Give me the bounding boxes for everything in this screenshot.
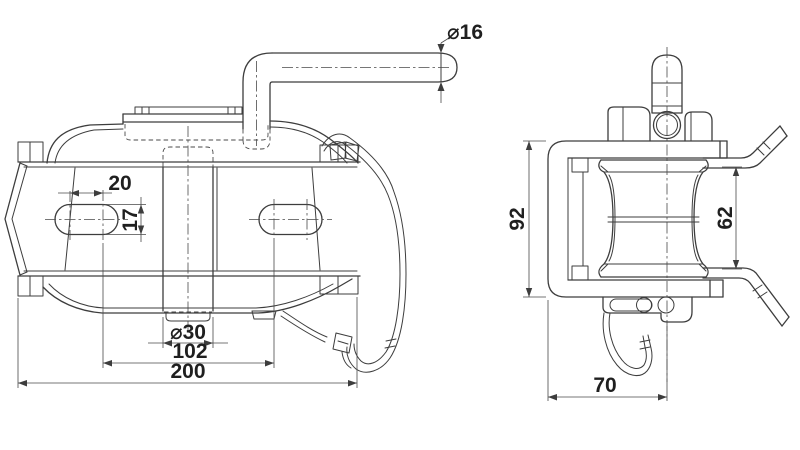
dim-frame-height: 92 bbox=[506, 140, 546, 298]
bolt-end-circle bbox=[636, 297, 652, 313]
dim-post-diameter-label: ⌀30 bbox=[170, 321, 206, 344]
dim-slot-height: 17 bbox=[106, 197, 146, 242]
center-post bbox=[162, 126, 214, 332]
handle-bracket bbox=[607, 106, 713, 142]
breakaway-cable bbox=[280, 133, 407, 373]
dim-handle-diameter-label: ⌀16 bbox=[447, 21, 483, 44]
dim-slot-length: 20 bbox=[58, 172, 132, 197]
band-fold-right bbox=[311, 167, 321, 271]
crank-handle bbox=[242, 52, 458, 150]
cable-clip bbox=[332, 332, 353, 354]
side-view: 92 62 70 bbox=[506, 47, 790, 401]
dim-hole-spacing-label: 102 bbox=[172, 340, 207, 363]
dim-frame-height-label: 92 bbox=[506, 207, 529, 230]
dim-inner-height-label: 62 bbox=[714, 206, 737, 229]
dim-handle-diameter: ⌀16 bbox=[437, 21, 483, 103]
mount-slot-left bbox=[45, 190, 128, 244]
left-end-cap bbox=[4, 162, 28, 276]
dim-hole-spacing: 102 bbox=[102, 244, 275, 368]
mount-bar-lower bbox=[702, 267, 790, 327]
cable-loop bbox=[602, 312, 653, 377]
frame bbox=[547, 140, 728, 298]
shaft-end-circle bbox=[657, 296, 675, 314]
corner-blocks bbox=[17, 141, 359, 297]
gear-housing bbox=[122, 106, 269, 167]
bottom-bracket bbox=[602, 296, 693, 323]
dim-slot-length-label: 20 bbox=[108, 172, 131, 195]
dim-inner-height: 62 bbox=[714, 166, 742, 270]
mounting-band bbox=[4, 126, 361, 332]
dim-frame-depth-label: 70 bbox=[593, 374, 616, 397]
dim-frame-depth: 70 bbox=[547, 300, 668, 401]
front-view: ⌀16 20 17 ⌀30 bbox=[4, 21, 483, 388]
mount-slot-right bbox=[249, 199, 332, 244]
drum-bottom-cover bbox=[42, 278, 353, 322]
dim-overall-width: 200 bbox=[17, 297, 358, 388]
mount-bar-upper bbox=[702, 125, 788, 169]
dim-slot-height-label: 17 bbox=[119, 208, 142, 231]
dim-post-diameter: ⌀30 bbox=[148, 317, 228, 348]
drum-top-cover bbox=[46, 120, 360, 164]
spool-drum bbox=[598, 159, 709, 278]
dim-overall-width-label: 200 bbox=[170, 360, 205, 383]
